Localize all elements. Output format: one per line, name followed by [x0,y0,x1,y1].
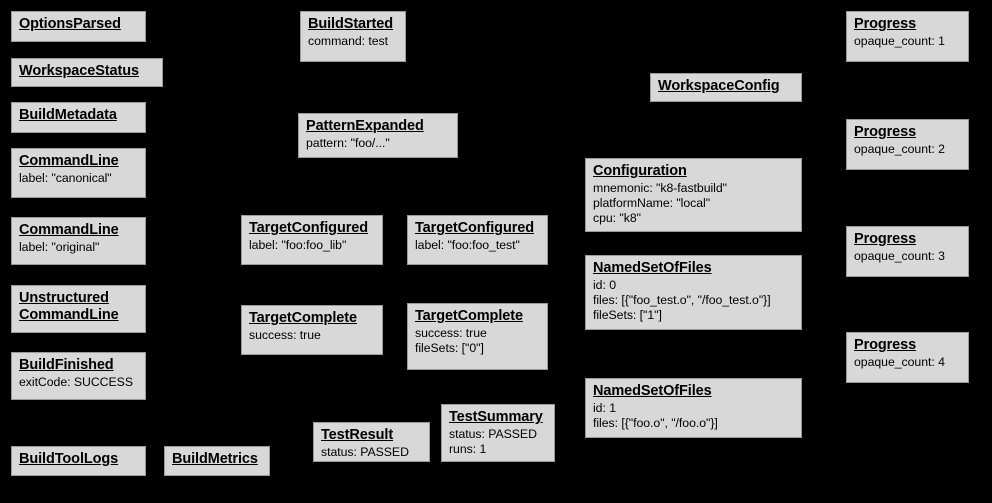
node-title: Unstructured CommandLine [19,290,119,323]
node-fields: opaque_count: 2 [854,142,961,157]
node-fields: success: true [249,328,375,343]
node-field: fileSets: ["1"] [593,308,662,323]
node-fields: opaque_count: 1 [854,34,961,49]
node-build-metrics[interactable]: BuildMetrics [164,446,270,476]
node-fields: opaque_count: 3 [854,249,961,264]
node-field: id: 1 [593,401,616,415]
node-test-result[interactable]: TestResult status: PASSED [313,422,430,462]
node-title: PatternExpanded [306,118,424,134]
node-field: platformName: "local" [593,196,711,211]
node-fields: mnemonic: "k8-fastbuild"platformName: "l… [593,181,794,227]
node-field: exitCode: SUCCESS [19,375,133,389]
node-title: TargetComplete [415,308,523,324]
node-title: Configuration [593,163,687,179]
node-title: BuildFinished [19,357,114,373]
node-progress-1[interactable]: Progress opaque_count: 1 [846,11,969,62]
node-field: opaque_count: 3 [854,249,945,263]
node-fields: exitCode: SUCCESS [19,375,138,390]
node-field: label: "canonical" [19,171,112,185]
node-title: Progress [854,337,917,353]
node-title: WorkspaceConfig [658,78,780,94]
node-field: opaque_count: 2 [854,142,945,156]
node-field: success: true [415,326,487,340]
node-title: TargetConfigured [249,220,368,236]
node-options-parsed[interactable]: OptionsParsed [11,11,146,42]
node-title: CommandLine [19,222,119,238]
node-fields: command: test [308,34,398,49]
node-title: Progress [854,231,917,247]
node-build-finished[interactable]: BuildFinished exitCode: SUCCESS [11,352,146,400]
node-progress-2[interactable]: Progress opaque_count: 2 [846,119,969,170]
node-field: opaque_count: 1 [854,34,945,48]
node-target-complete-lib[interactable]: TargetComplete success: true [241,305,383,355]
node-build-started[interactable]: BuildStarted command: test [300,11,406,62]
node-field: opaque_count: 4 [854,355,945,369]
node-fields: label: "foo:foo_test" [415,238,540,253]
node-field: label: "foo:foo_test" [415,238,520,252]
node-field: status: PASSED [449,427,537,441]
node-field: status: PASSED [321,445,409,459]
node-field: command: test [308,34,388,48]
node-progress-3[interactable]: Progress opaque_count: 3 [846,226,969,277]
node-field: label: "original" [19,240,100,254]
node-unstructured-command-line[interactable]: Unstructured CommandLine [11,285,146,333]
node-title: CommandLine [19,153,119,169]
node-workspace-status[interactable]: WorkspaceStatus [11,58,163,87]
node-build-tool-logs[interactable]: BuildToolLogs [11,446,146,476]
node-field: fileSets: ["0"] [415,341,484,356]
node-field: files: [{"foo.o", "/foo.o"}] [593,416,718,431]
node-title: TestSummary [449,409,543,425]
node-field: files: [{"foo_test.o", "/foo_test.o"}] [593,293,771,308]
node-title: NamedSetOfFiles [593,383,712,399]
node-title: TestResult [321,427,394,443]
node-command-line-original[interactable]: CommandLine label: "original" [11,217,146,265]
node-title: BuildToolLogs [19,451,119,467]
node-configuration[interactable]: Configuration mnemonic: "k8-fastbuild"pla… [585,158,802,232]
node-target-configured-foo-lib[interactable]: TargetConfigured label: "foo:foo_lib" [241,215,383,265]
node-pattern-expanded[interactable]: PatternExpanded pattern: "foo/..." [298,113,458,158]
node-progress-4[interactable]: Progress opaque_count: 4 [846,332,969,383]
node-title: OptionsParsed [19,16,121,32]
node-field: label: "foo:foo_lib" [249,238,347,252]
node-title: WorkspaceStatus [19,63,139,79]
node-build-metadata[interactable]: BuildMetadata [11,102,146,133]
node-command-line-canonical[interactable]: CommandLine label: "canonical" [11,148,146,198]
node-title: Progress [854,124,917,140]
node-field: id: 0 [593,278,616,292]
node-fields: pattern: "foo/..." [306,136,450,151]
node-fields: label: "canonical" [19,171,138,186]
node-field: success: true [249,328,321,342]
node-field: cpu: "k8" [593,211,641,226]
node-title: BuildStarted [308,16,394,32]
node-fields: label: "original" [19,240,138,255]
node-title: TargetConfigured [415,220,534,236]
node-title: NamedSetOfFiles [593,260,712,276]
node-field: mnemonic: "k8-fastbuild" [593,181,727,195]
node-field: pattern: "foo/..." [306,136,390,150]
node-field: runs: 1 [449,442,487,457]
node-title: BuildMetrics [172,451,258,467]
node-title: TargetComplete [249,310,357,326]
node-target-configured-foo-test[interactable]: TargetConfigured label: "foo:foo_test" [407,215,548,265]
node-fields: label: "foo:foo_lib" [249,238,375,253]
node-title: Progress [854,16,917,32]
node-workspace-config[interactable]: WorkspaceConfig [650,73,802,102]
node-fields: status: PASSED [321,445,422,460]
node-title: BuildMetadata [19,107,117,123]
node-fields: opaque_count: 4 [854,355,961,370]
